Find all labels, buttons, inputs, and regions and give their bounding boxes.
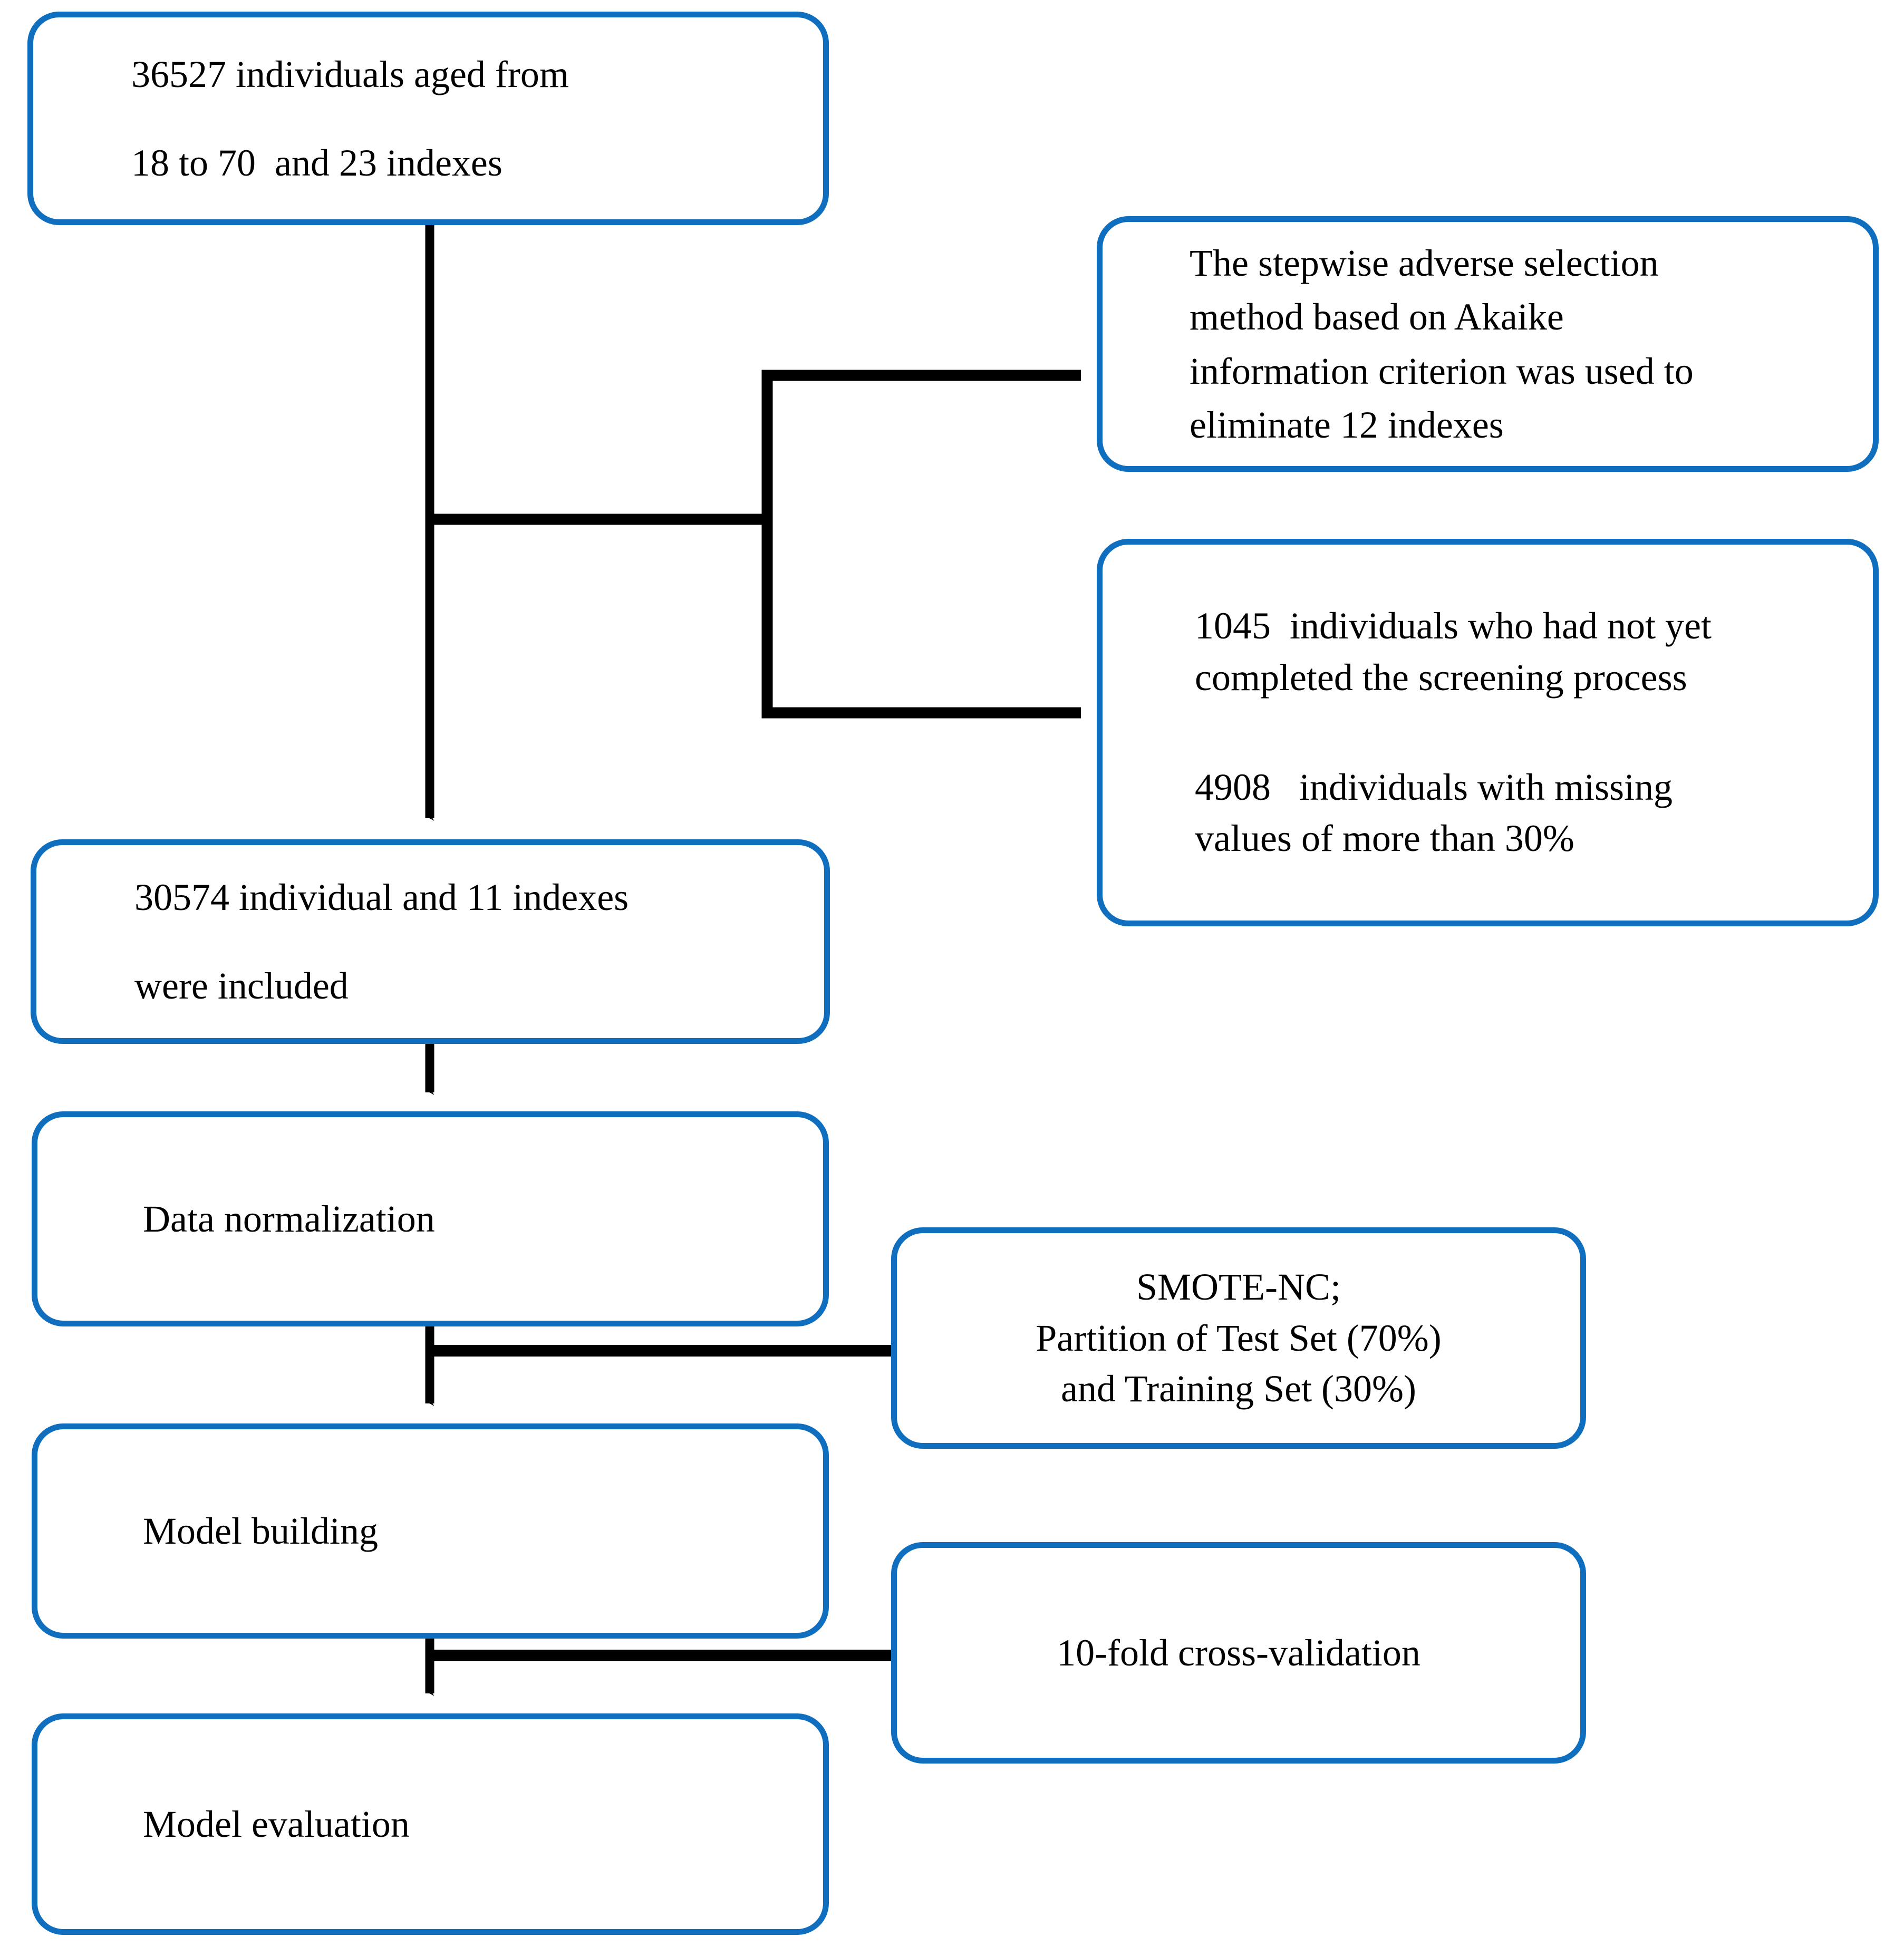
node-included-line-1: 30574 individual and 11 indexes: [134, 876, 629, 918]
node-stepwise-line-1: The stepwise adverse selection: [1190, 242, 1659, 285]
node-stepwise-line-4: eliminate 12 indexes: [1190, 403, 1504, 446]
node-stepwise-selection[interactable]: The stepwise adverse selection method ba…: [1097, 216, 1879, 472]
node-excluded-individuals[interactable]: 1045 individuals who had not yet complet…: [1097, 539, 1879, 926]
spacer: [36, 916, 824, 967]
node-cohort-line-1: 36527 individuals aged from: [131, 53, 569, 95]
node-model-evaluation-label: Model evaluation: [143, 1803, 410, 1845]
node-smote-line-2: Partition of Test Set (70%): [1036, 1316, 1442, 1359]
edge-branch-to-excluded: [761, 519, 1081, 719]
node-excluded-line-3: 4908 individuals with missing: [1195, 766, 1673, 808]
node-smote-nc[interactable]: SMOTE-NC; Partition of Test Set (70%) an…: [891, 1227, 1586, 1449]
node-stepwise-line-2: method based on Akaike: [1190, 296, 1564, 338]
node-data-normalization-label: Data normalization: [143, 1198, 435, 1240]
node-smote-line-3: and Training Set (30%): [1061, 1368, 1416, 1410]
node-stepwise-line-3: information criterion was used to: [1190, 350, 1694, 392]
node-data-normalization[interactable]: Data normalization: [32, 1111, 829, 1326]
node-model-building-label: Model building: [143, 1510, 378, 1552]
node-included[interactable]: 30574 individual and 11 indexes were inc…: [31, 839, 830, 1044]
node-excluded-line-2: completed the screening process: [1195, 656, 1687, 699]
node-cohort-line-2: 18 to 70 and 23 indexes: [131, 141, 502, 184]
node-excluded-line-4: values of more than 30%: [1195, 817, 1574, 860]
node-model-building[interactable]: Model building: [32, 1423, 829, 1639]
node-smote-line-1: SMOTE-NC;: [1136, 1266, 1341, 1309]
edge-branch-to-stepwise: [761, 370, 1081, 519]
node-included-line-2: were included: [134, 965, 349, 1007]
node-cross-validation-label: 10-fold cross-validation: [1057, 1631, 1420, 1674]
node-model-evaluation[interactable]: Model evaluation: [32, 1713, 829, 1935]
node-cross-validation[interactable]: 10-fold cross-validation: [891, 1542, 1586, 1764]
node-excluded-line-1: 1045 individuals who had not yet: [1195, 604, 1712, 647]
node-cohort[interactable]: 36527 individuals aged from 18 to 70 and…: [27, 12, 829, 225]
spacer: [33, 93, 823, 144]
spacer: [1103, 704, 1873, 762]
